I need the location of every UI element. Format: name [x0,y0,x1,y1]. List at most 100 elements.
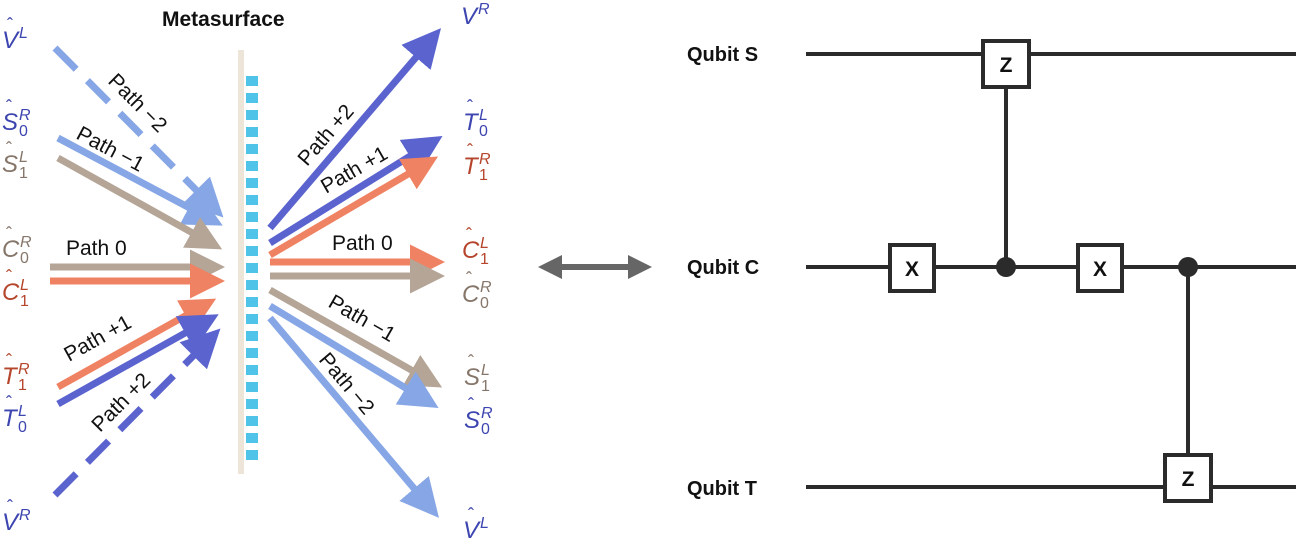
svg-text:R: R [18,361,30,378]
gate-z-qubit-s: Z [981,39,1031,89]
nanostructure-13 [246,297,258,307]
svg-text:L: L [19,149,28,166]
svg-text:C: C [2,236,20,263]
operator-t1-r-out: ˆ T R 1 [463,141,491,184]
svg-text:0: 0 [20,250,29,267]
operator-c0-r-out: ˆ C R 0 [462,269,492,312]
incoming-beams [50,45,225,498]
svg-text:S: S [2,109,18,136]
path-labels: Path −2 Path −1 Path 0 Path +1 Path +2 P… [60,69,399,436]
svg-text:1: 1 [20,293,29,310]
svg-text:1: 1 [19,165,28,182]
nanostructure-18 [246,382,258,392]
nanostructure-11 [246,263,258,273]
svg-text:L: L [20,277,29,294]
svg-text:ˆ: ˆ [468,352,474,372]
metasurface-panel: Metasurface Path −2 [2,0,493,544]
nanostructure-9 [246,229,258,239]
svg-text:0: 0 [479,123,488,140]
nanostructure-0 [246,76,258,86]
svg-text:V: V [461,3,479,30]
operator-s0-r-in: ˆ S R 0 [2,97,31,140]
svg-text:X: X [905,258,919,281]
operator-t0-l-out: ˆ T L 0 [463,97,488,140]
svg-text:T: T [463,153,480,180]
beam-out-t1r [268,156,439,259]
nanostructure-14 [246,314,258,324]
beam-out-s1l [268,286,443,388]
svg-text:Z: Z [1000,54,1013,77]
svg-text:R: R [19,507,31,524]
beam-out-vr [267,28,442,231]
beam-in-vl [52,45,224,218]
beam-in-s1l [56,154,223,250]
operator-c1-l-in: ˆ C L 1 [2,267,29,310]
nanostructure-5 [246,161,258,171]
svg-text:ˆ: ˆ [6,97,12,117]
operator-s1-l-out: ˆ S L 1 [464,352,490,395]
gate-x-second: X [1076,243,1124,293]
nanostructure-19 [246,399,258,409]
svg-text:R: R [479,151,491,168]
operator-s1-l-in: ˆ S L 1 [2,139,28,182]
svg-text:C: C [2,279,20,306]
svg-text:R: R [480,279,492,296]
metasurface-title: Metasurface [162,8,285,31]
svg-text:L: L [19,25,28,42]
input-operators: ˆ V L ˆ S R 0 ˆ S L 1 ˆ C R 0 [2,15,32,536]
svg-text:V: V [2,27,20,54]
control-dot-1 [996,257,1016,277]
svg-text:1: 1 [18,377,27,394]
svg-text:R: R [19,107,31,124]
svg-text:ˆ: ˆ [466,0,472,11]
svg-text:0: 0 [480,295,489,312]
nanostructure-20 [246,416,258,426]
svg-text:ˆ: ˆ [7,497,13,517]
svg-text:ˆ: ˆ [6,393,12,413]
svg-text:ˆ: ˆ [467,97,473,117]
nanostructure-12 [246,280,258,290]
svg-text:V: V [2,509,20,536]
nanostructure-4 [246,144,258,154]
operator-v-r-in: ˆ V R [2,497,31,536]
qubit-t-label: Qubit T [687,478,757,500]
svg-text:C: C [462,237,480,264]
beam-in-s0r [56,134,223,226]
nanostructure-1 [246,93,258,103]
path-label-in-plus1: Path +1 [60,311,135,366]
svg-text:0: 0 [18,419,27,436]
operator-v-l-out: ˆ V L [463,505,489,544]
svg-text:0: 0 [481,421,490,438]
path-label-in-0: Path 0 [66,237,127,260]
svg-text:R: R [481,405,493,422]
nanostructure-2 [246,110,258,120]
nanostructure-17 [246,365,258,375]
svg-text:S: S [464,407,480,434]
svg-text:R: R [478,1,490,18]
gate-x-first: X [888,243,936,293]
path-label-out-0: Path 0 [332,232,393,255]
nanostructure-15 [246,331,258,341]
nanostructure-6 [246,178,258,188]
svg-text:X: X [1093,258,1107,281]
svg-text:L: L [480,235,489,252]
svg-text:ˆ: ˆ [6,139,12,159]
qubit-c-label: Qubit C [687,257,759,279]
quantum-circuit: Qubit S Qubit C Qubit T Z X X Z [687,39,1296,503]
svg-text:ˆ: ˆ [468,505,474,525]
control-dot-2 [1178,257,1198,277]
nanostructure-7 [246,195,258,205]
svg-text:ˆ: ˆ [468,395,474,415]
svg-text:0: 0 [19,123,28,140]
metasurface-nanostructures [246,76,258,460]
svg-text:1: 1 [479,167,488,184]
svg-text:1: 1 [481,378,490,395]
operator-c0-r-in: ˆ C R 0 [2,224,32,267]
svg-text:V: V [463,517,481,544]
svg-text:L: L [481,362,490,379]
svg-text:T: T [2,363,19,390]
svg-text:T: T [463,109,480,136]
svg-text:S: S [464,364,480,391]
nanostructure-8 [246,212,258,222]
